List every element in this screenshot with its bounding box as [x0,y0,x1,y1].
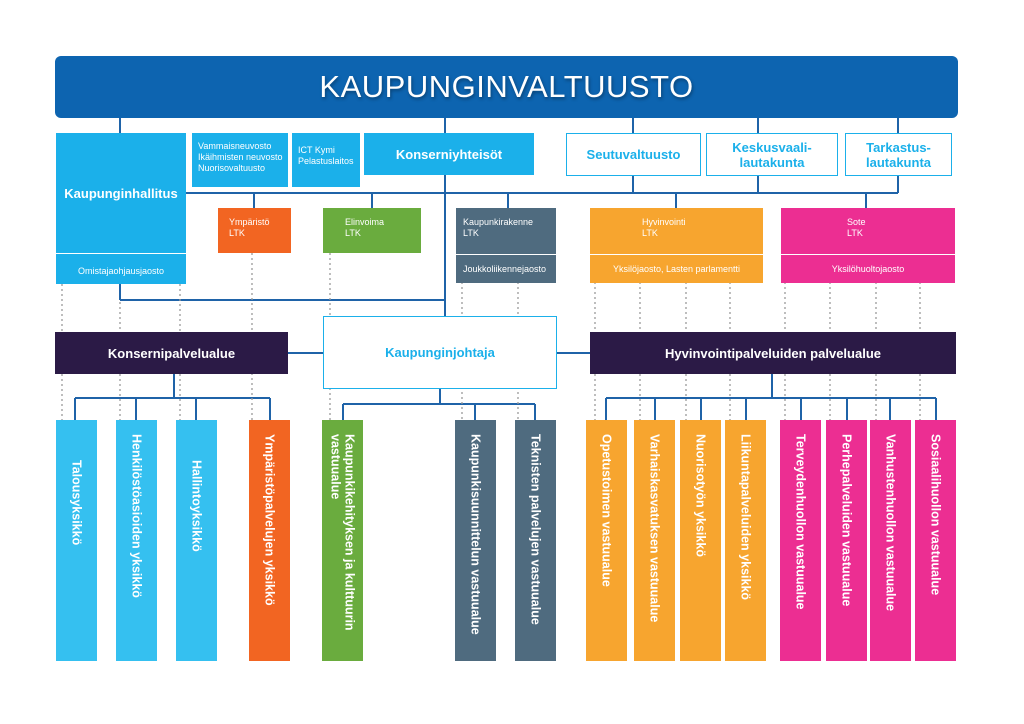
unit-urban-development-label: Kaupunkikehityksen ja kulttuurin vastuua… [328,434,357,631]
election-board-line1: Keskusvaali- [732,139,812,155]
unit-environmental-services-label: Ympäristöpalvelujen yksikkö [262,434,277,606]
ict-kymi: ICT Kymi [298,145,335,155]
wellbeing-services-area: Hyvinvointipalveluiden palvelualue [590,332,956,374]
unit-family-services: Perhepalveluiden vastuualue [826,420,867,661]
unit-environmental-services: Ympäristöpalvelujen yksikkö [249,420,290,661]
committee-wellbeing-title: Hyvinvointi [642,217,686,227]
unit-hr-label: Henkilöstöasioiden yksikkö [129,434,144,598]
committee-environment-ltk: LTK [229,228,245,238]
ict-rescue-box: ICT Kymi Pelastuslaitos [292,133,360,187]
city-board-box: Kaupunginhallitus Omistajaohjausjaosto [56,133,186,284]
unit-social-care-label: Sosiaalihuollon vastuualue [928,434,943,596]
group-services-label: Konsernipalvelualue [107,345,236,361]
council-banner: KAUPUNGINVALTUUSTO [55,56,958,118]
committee-sote: Sote LTK Yksilöhuoltojaosto [781,208,955,283]
city-board-title: Kaupunginhallitus [64,185,178,201]
mayor-box: Kaupunginjohtaja [323,316,557,389]
unit-technical-services-label: Teknisten palvelujen vastuualue [528,434,543,625]
unit-urban-planning-label: Kaupunkisuunnittelun vastuualue [468,434,483,635]
unit-early-education: Varhaiskasvatuksen vastuualue [634,420,675,661]
ownership-subcommittee: Omistajaohjausjaosto [77,266,165,276]
mayor-label: Kaupunginjohtaja [385,345,495,360]
regional-council-box: Seutuvaltuusto [566,133,701,176]
audit-board-line1: Tarkastus- [866,139,931,155]
audit-board-line2: lautakunta [865,154,931,170]
unit-health-care-label: Terveydenhuollon vastuualue [793,434,808,610]
committee-urban-ltk: LTK [463,228,479,238]
unit-administration: Hallintoyksikkö [176,420,217,661]
committee-vitality-title: Elinvoima [345,217,385,227]
unit-sports-services: Liikuntapalveluiden yksikkö [725,420,766,661]
committee-urban-title: Kaupunkirakenne [463,217,534,227]
unit-youth-work: Nuorisotyön yksikkö [680,420,721,661]
election-board-line2: lautakunta [739,154,805,170]
unit-elderly-care: Vanhustenhuollon vastuualue [870,420,911,661]
youth-council: Nuorisovaltuusto [198,163,266,173]
unit-family-services-label: Perhepalveluiden vastuualue [839,434,854,607]
committee-sote-title: Sote [847,217,866,227]
unit-administration-label: Hallintoyksikkö [189,460,204,552]
individual-subcommittee: Yksilöjaosto, Lasten parlamentti [612,264,741,274]
unit-education-label: Opetustoimen vastuualue [599,434,614,587]
unit-technical-services: Teknisten palvelujen vastuualue [515,420,556,661]
committee-vitality: Elinvoima LTK [323,208,421,253]
committee-wellbeing: Hyvinvointi LTK Yksilöjaosto, Lasten par… [590,208,763,283]
election-board-box: Keskusvaali- lautakunta [706,133,838,176]
unit-health-care: Terveydenhuollon vastuualue [780,420,821,661]
unit-sports-services-label: Liikuntapalveluiden yksikkö [738,434,753,601]
disability-council: Vammaisneuvosto [198,141,272,151]
unit-social-care: Sosiaalihuollon vastuualue [915,420,956,661]
unit-finance-label: Talousyksikkö [69,460,84,546]
committee-urban-structure: Kaupunkirakenne LTK Joukkoliikennejaosto [456,208,556,283]
elderly-council: Ikäihmisten neuvosto [198,152,283,162]
unit-urban-planning: Kaupunkisuunnittelun vastuualue [455,420,496,661]
unit-education: Opetustoimen vastuualue [586,420,627,661]
unit-finance: Talousyksikkö [56,420,97,661]
audit-board-box: Tarkastus- lautakunta [845,133,952,176]
committee-vitality-ltk: LTK [345,228,361,238]
group-entities-label: Konserniyhteisöt [395,146,503,162]
group-services-area: Konsernipalvelualue [55,332,288,374]
unit-hr: Henkilöstöasioiden yksikkö [116,420,157,661]
unit-early-education-label: Varhaiskasvatuksen vastuualue [647,434,662,623]
committee-wellbeing-ltk: LTK [642,228,658,238]
wellbeing-services-label: Hyvinvointipalveluiden palvelualue [664,345,881,361]
committee-environment: Ympäristö LTK [218,208,291,253]
regional-council-label: Seutuvaltuusto [586,147,681,162]
unit-youth-work-label: Nuorisotyön yksikkö [693,434,708,557]
social-care-subcommittee: Yksilöhuoltojaosto [831,264,905,274]
rescue-department: Pelastuslaitos [298,156,354,166]
unit-elderly-care-label: Vanhustenhuollon vastuualue [883,434,898,612]
committee-environment-title: Ympäristö [229,217,270,227]
council-title: KAUPUNGINVALTUUSTO [319,69,694,104]
public-transport-subcommittee: Joukkoliikennejaosto [463,264,547,274]
advisory-councils-box: Vammaisneuvosto Ikäihmisten neuvosto Nuo… [192,133,288,187]
committee-sote-ltk: LTK [847,228,863,238]
unit-urban-development: Kaupunkikehityksen ja kulttuurin vastuua… [322,420,363,661]
group-entities-box: Konserniyhteisöt [364,133,534,175]
